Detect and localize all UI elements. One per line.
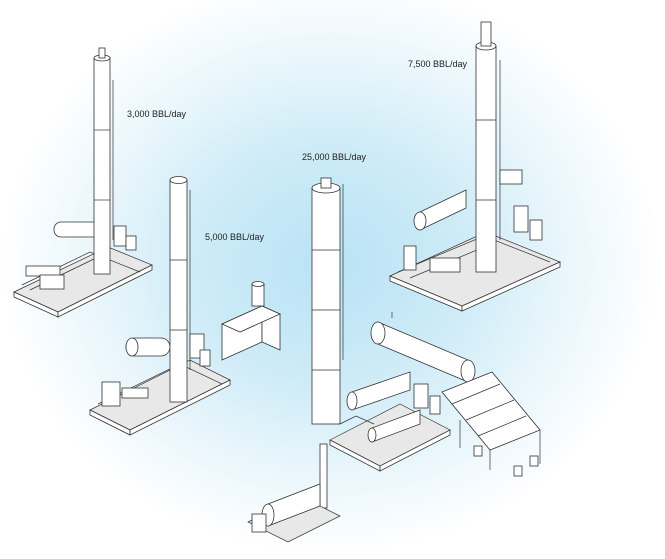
air-cooler <box>441 371 541 451</box>
pump-4 <box>403 245 417 271</box>
capacity-label-25000: 25,000 BBL/day <box>302 152 367 162</box>
reflux-drum-4 <box>499 169 523 185</box>
heater-package <box>221 281 281 361</box>
capacity-label-3000: 3,000 BBL/day <box>127 109 187 119</box>
tower-column-4 <box>475 45 497 273</box>
flare-stack <box>319 443 328 509</box>
pipe-rack-1 <box>25 265 61 277</box>
large-drum <box>377 321 469 383</box>
tower-column-3 <box>311 187 341 425</box>
tower-column-1 <box>93 57 111 275</box>
tower-column-2 <box>169 179 188 403</box>
unit-7500-plant <box>389 21 561 312</box>
capacity-label-7500: 7,500 BBL/day <box>408 59 468 69</box>
heater-stack <box>251 283 265 307</box>
unit-5000-plant <box>89 176 231 436</box>
capacity-label-5000: 5,000 BBL/day <box>205 232 265 242</box>
pump-2 <box>101 381 121 407</box>
unit-3000-plant <box>13 47 153 318</box>
unit-25000-plant <box>247 177 541 543</box>
horizontal-vessel-4 <box>419 189 467 231</box>
